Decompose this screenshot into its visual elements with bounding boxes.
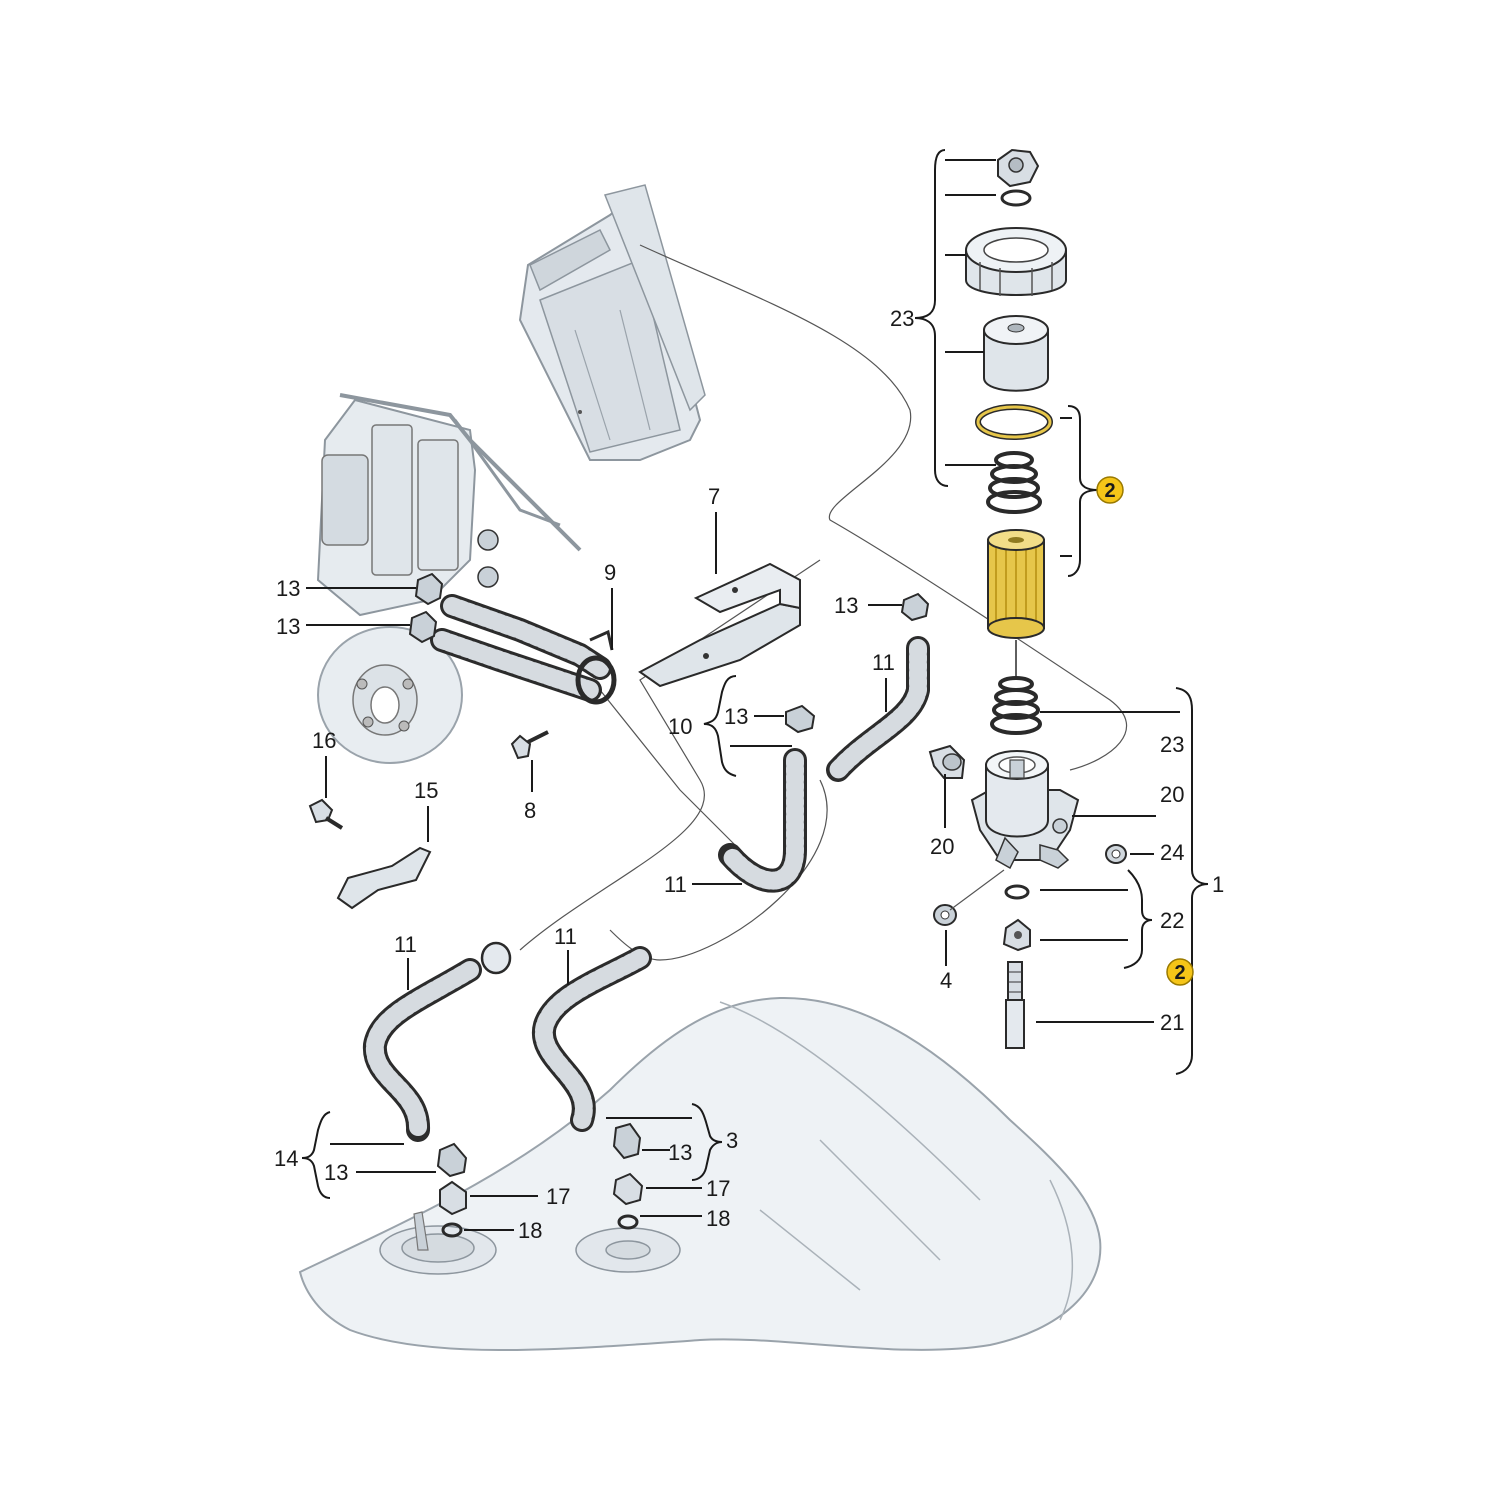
callout-13-left-bottom: 13: [276, 614, 300, 639]
o-ring-icon: [1004, 884, 1030, 900]
flange-fitting-icon: [439, 1172, 644, 1238]
retaining-bracket-icon: [336, 846, 432, 910]
callout-9: 9: [604, 560, 616, 585]
callout-18-left: 18: [518, 1218, 542, 1243]
callout-14: 14: [274, 1146, 298, 1171]
callout-2-lower: 2: [1174, 962, 1185, 984]
threaded-ring-icon: [965, 227, 1067, 296]
callout-13-mid: 13: [724, 704, 748, 729]
bolt-icon: [308, 730, 549, 830]
callout-23-lower: 23: [1160, 732, 1184, 757]
callout-20-right: 20: [1160, 782, 1184, 807]
fuel-filter-element-icon: [987, 529, 1045, 639]
callout-24: 24: [1160, 840, 1184, 865]
filter-housing-group: [928, 640, 1127, 1049]
callout-23-upper: 23: [890, 306, 914, 331]
callout-13-right: 13: [834, 593, 858, 618]
spring-icon: [986, 451, 1042, 514]
callout-17-mid: 17: [706, 1176, 730, 1201]
fuel-tank-icon: [298, 996, 1102, 1351]
callout-7: 7: [708, 484, 720, 509]
filter-cup-icon: [983, 315, 1049, 392]
callout-1: 1: [1212, 872, 1224, 897]
filter-housing-icon: [970, 750, 1080, 870]
valve-icon: [1002, 918, 1031, 952]
callout-17-left: 17: [546, 1184, 570, 1209]
vehicle-body-panel-icon: [518, 184, 706, 461]
callout-2-upper: 2: [1104, 480, 1115, 502]
routing-guide-lines: [519, 244, 1127, 961]
hose-clamp-icon: [480, 629, 617, 975]
callout-20-left: 20: [930, 834, 954, 859]
callout-13-lower-mid: 13: [668, 1140, 692, 1165]
callout-11-lower-left: 11: [394, 932, 417, 957]
callout-18-mid: 18: [706, 1206, 730, 1231]
callout-21: 21: [1160, 1010, 1184, 1035]
drain-screw-icon: [1005, 961, 1025, 1049]
highlight-badge: 2: [1096, 476, 1124, 504]
spring-icon: [990, 676, 1042, 735]
callout-3: 3: [726, 1128, 738, 1153]
cap-nut-icon: [997, 148, 1040, 188]
cap-nut-icon: [408, 572, 930, 1178]
callout-8: 8: [524, 798, 536, 823]
callout-13-left-top: 13: [276, 576, 300, 601]
bracket-icon: [638, 562, 801, 688]
breather-fitting-icon: [928, 744, 966, 779]
callout-labels: 23 2 23 20 24 1 22 2 21 20 4 13 13 9 7 1…: [274, 306, 1224, 1243]
o-ring-icon: [1000, 189, 1032, 207]
filter-stack: [965, 148, 1067, 639]
callout-11-lower-mid: 11: [554, 924, 577, 949]
callout-11-upper-right: 11: [872, 650, 895, 675]
callout-11-mid: 11: [664, 872, 687, 897]
callout-15: 15: [414, 778, 438, 803]
callout-4: 4: [940, 968, 952, 993]
highlight-badge: 2: [1166, 958, 1194, 986]
callout-10: 10: [668, 714, 692, 739]
callout-13-lower-left: 13: [324, 1160, 348, 1185]
callout-16: 16: [312, 728, 336, 753]
nut-icon: [1105, 844, 1127, 864]
callout-22: 22: [1160, 908, 1184, 933]
auxiliary-heater-icon: [316, 393, 582, 764]
